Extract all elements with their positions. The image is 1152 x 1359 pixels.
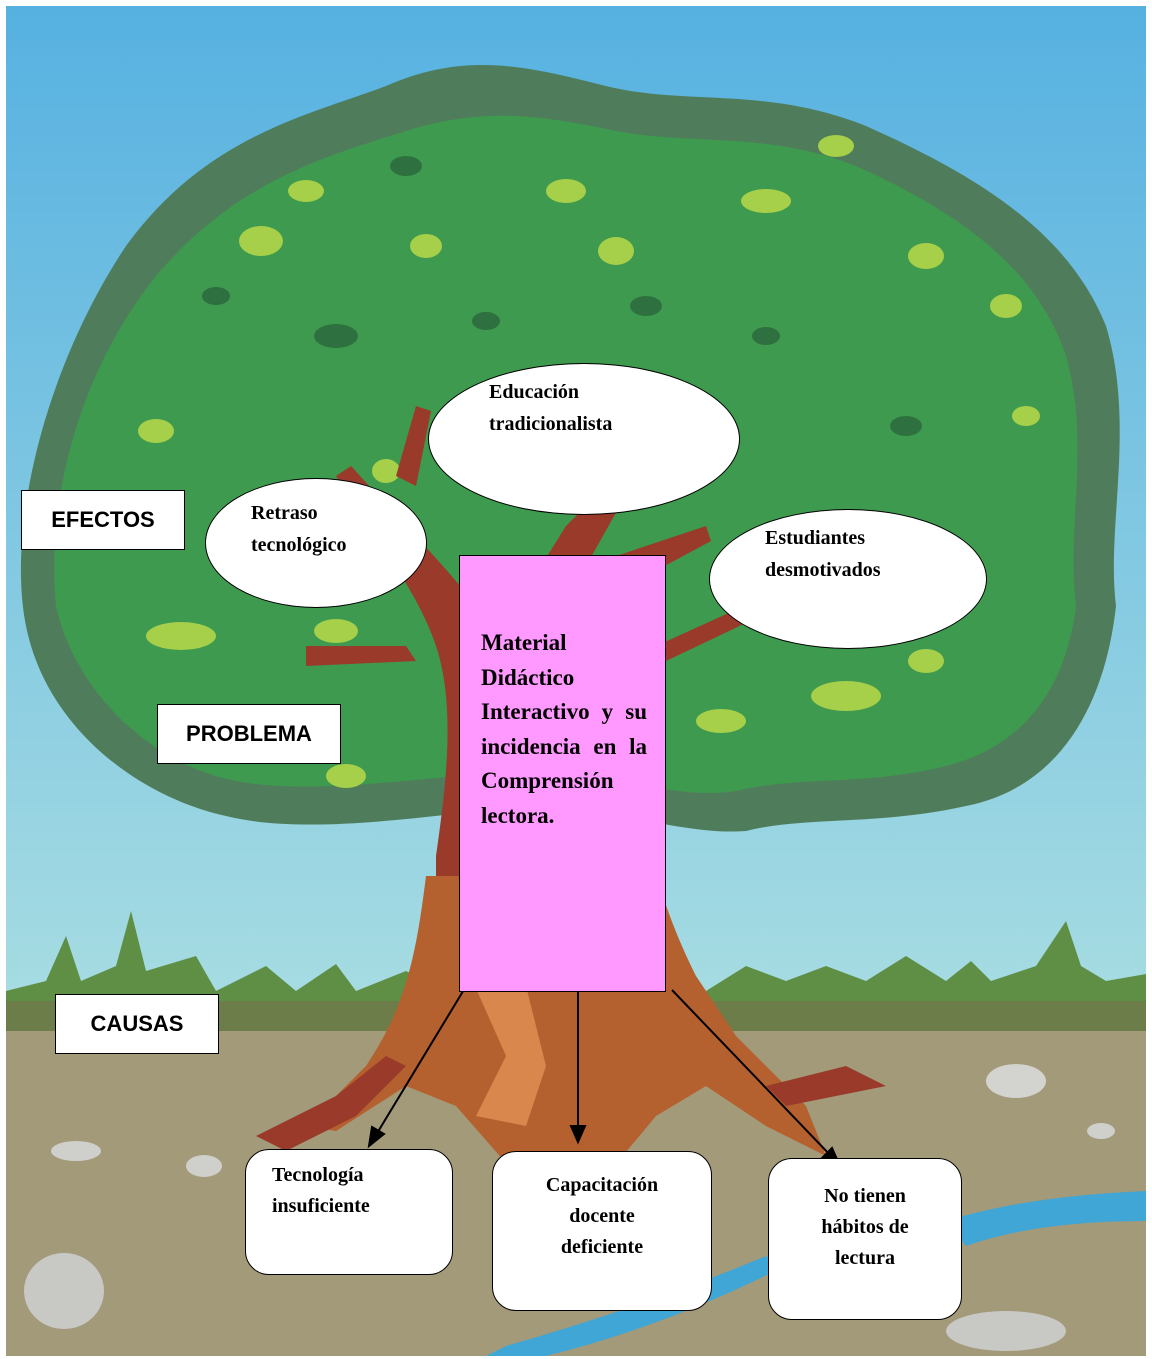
river bbox=[946, 1191, 1146, 1246]
stone bbox=[51, 1141, 101, 1161]
cause-text: Tecnología insuficiente bbox=[272, 1164, 370, 1217]
causes-label: CAUSAS bbox=[55, 994, 219, 1054]
root bbox=[766, 1066, 886, 1106]
root bbox=[256, 1056, 406, 1151]
stone bbox=[986, 1064, 1046, 1098]
grass bbox=[6, 911, 1146, 1011]
cause-text: Capacitación docente deficiente bbox=[545, 1174, 659, 1258]
effect-ellipse: Educación tradicionalista bbox=[428, 363, 740, 515]
effect-ellipse: Retraso tecnológico bbox=[205, 478, 427, 608]
stone bbox=[24, 1253, 104, 1329]
cause-box: Capacitación docente deficiente bbox=[492, 1151, 712, 1311]
stone bbox=[186, 1155, 222, 1177]
cause-text: No tienen hábitos de lectura bbox=[821, 1185, 909, 1269]
trunk-base bbox=[306, 876, 826, 1206]
effect-ellipse: Estudiantes desmotivados bbox=[709, 509, 987, 649]
problem-label: PROBLEMA bbox=[157, 704, 341, 764]
trunk-shade bbox=[466, 966, 546, 1126]
cause-box: No tienen hábitos de lectura bbox=[768, 1158, 962, 1320]
effects-label: EFECTOS bbox=[21, 490, 185, 550]
cause-box: Tecnología insuficiente bbox=[245, 1149, 453, 1275]
problem-box: Material Didáctico Interactivo y su inci… bbox=[459, 555, 666, 992]
leaf-highlights bbox=[138, 135, 1040, 788]
problem-text: Material Didáctico Interactivo y su inci… bbox=[481, 630, 647, 828]
effect-text: Retraso tecnológico bbox=[251, 502, 347, 556]
stone bbox=[1087, 1123, 1115, 1139]
effect-text: Estudiantes desmotivados bbox=[765, 527, 881, 581]
effect-text: Educación tradicionalista bbox=[489, 381, 613, 435]
stone bbox=[946, 1311, 1066, 1351]
